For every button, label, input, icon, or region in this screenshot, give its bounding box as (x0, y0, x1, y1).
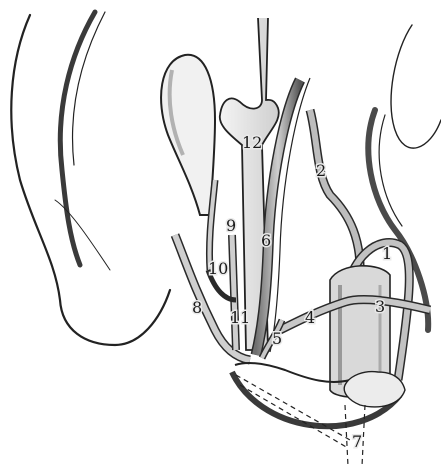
label-1: 1 (382, 244, 392, 263)
gallbladder (161, 55, 215, 215)
label-12: 12 (242, 133, 262, 152)
label-4: 4 (305, 308, 315, 327)
liver-outline (11, 12, 170, 345)
label-5: 5 (272, 329, 282, 348)
duodenum-lower (232, 363, 405, 466)
vessel-2 (310, 110, 360, 280)
label-9: 9 (226, 216, 236, 235)
label-7: 7 (352, 432, 362, 451)
label-3: 3 (375, 297, 385, 316)
label-8: 8 (192, 298, 202, 317)
label-6: 6 (261, 231, 271, 250)
label-10: 10 (208, 259, 228, 278)
label-2: 2 (316, 161, 326, 180)
label-11: 11 (230, 308, 250, 327)
